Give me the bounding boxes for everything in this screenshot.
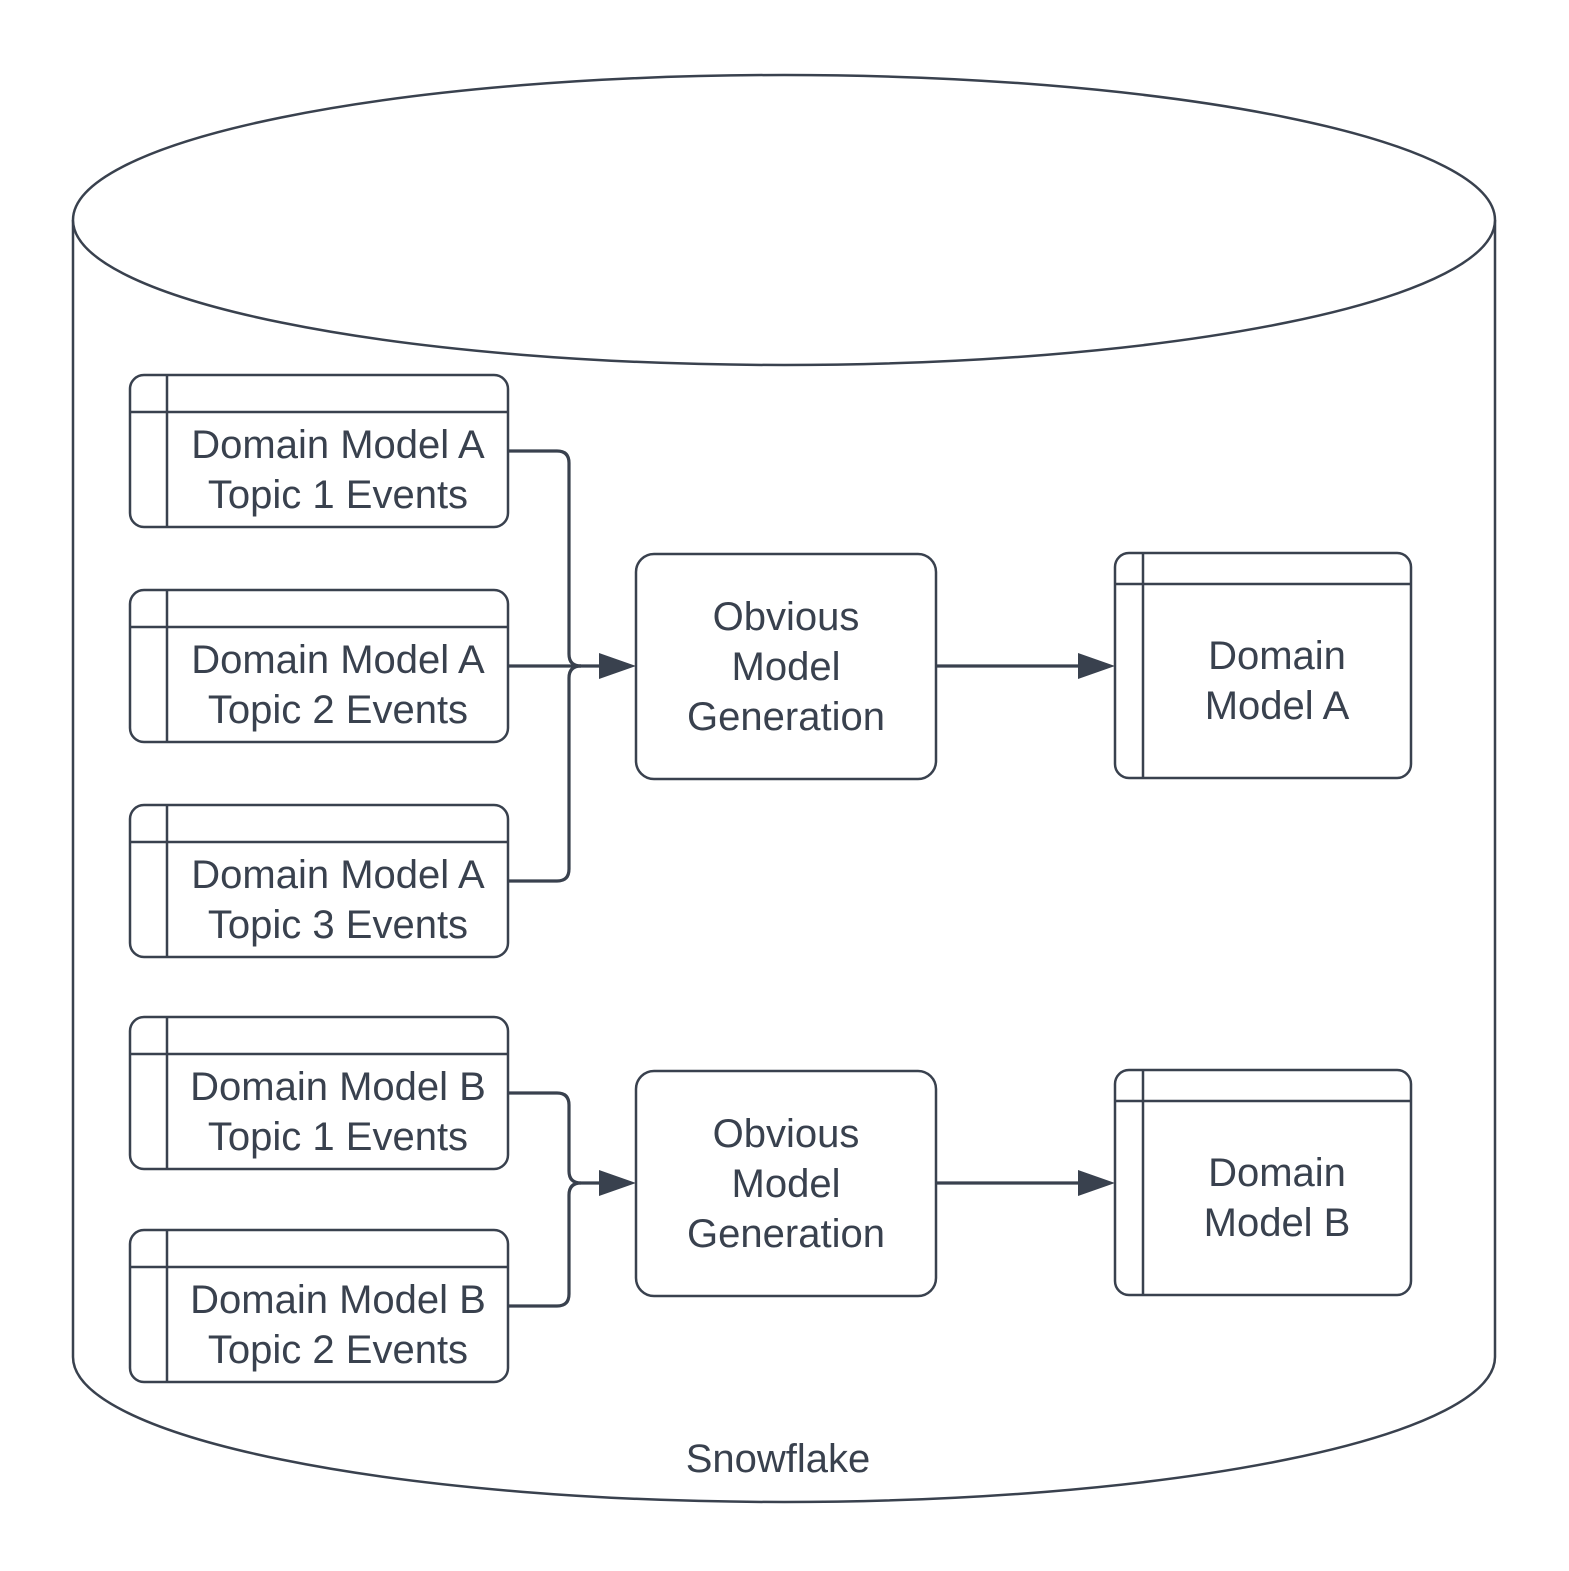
- cylinder-top-ellipse: [71, 73, 1497, 367]
- table-domain-model-b-topic-2-events: [128, 1228, 510, 1384]
- arrowhead-into-process-b: [599, 1170, 636, 1196]
- arrowhead-into-output-b: [1078, 1170, 1115, 1196]
- table-outline: [128, 803, 510, 959]
- connector-b-topic1: [508, 1091, 582, 1185]
- connectors-pipeline-b: [508, 1091, 1115, 1308]
- arrowhead-into-process-a: [599, 653, 636, 679]
- table-outline: [1113, 551, 1413, 780]
- table-outline: [128, 1015, 510, 1171]
- table-domain-model-b-topic-1-events: [128, 1015, 510, 1171]
- table-domain-model-a-topic-1-events: [128, 373, 510, 529]
- table-domain-model-a-topic-3-events: [128, 803, 510, 959]
- table-outline: [128, 373, 510, 529]
- connector-b-topic2: [508, 1181, 582, 1308]
- process-obvious-model-generation-a: [634, 552, 938, 781]
- connectors-pipeline-a: [508, 449, 1115, 883]
- arrowhead-into-output-a: [1078, 653, 1115, 679]
- table-domain-model-b: [1113, 1068, 1413, 1297]
- table-outline: [1113, 1068, 1413, 1297]
- table-domain-model-a: [1113, 551, 1413, 780]
- process-obvious-model-generation-b: [634, 1069, 938, 1298]
- table-outline: [128, 1228, 510, 1384]
- table-outline: [128, 588, 510, 744]
- table-domain-model-a-topic-2-events: [128, 588, 510, 744]
